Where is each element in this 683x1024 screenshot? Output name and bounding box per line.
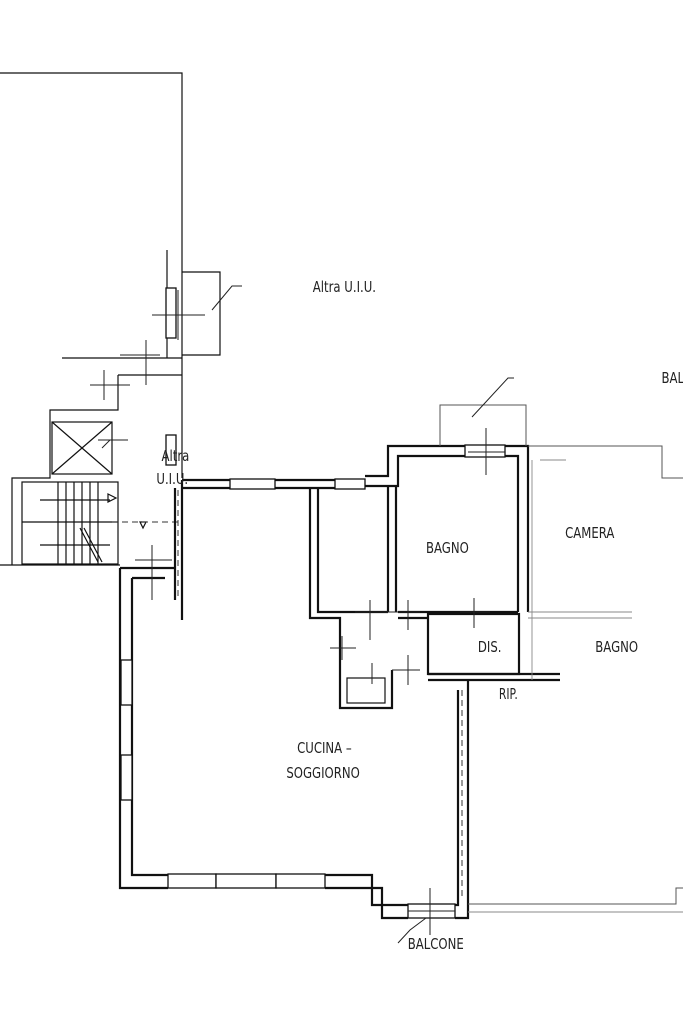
elevator-shaft: [51, 421, 113, 475]
label-soggiorno: SOGGIORNO: [286, 766, 359, 783]
windows: [120, 287, 506, 919]
label-bagno-right: BAGNO: [595, 640, 638, 657]
label-rip: RIP.: [499, 686, 518, 703]
label-balcone-bottom: BALCONE: [408, 937, 464, 954]
staircase: [21, 481, 147, 565]
neighbor-unit-top-left: [0, 72, 221, 478]
interior-walls: [308, 486, 560, 710]
dashed-lines: [177, 490, 463, 900]
apartment-walls: [118, 444, 530, 920]
rip-room: [346, 677, 386, 704]
right-neighbor: [468, 445, 683, 913]
reference-crosses: [90, 290, 505, 935]
label-cucina: CUCINA –: [297, 741, 352, 758]
label-balcone-top: BALCONE: [662, 371, 683, 388]
stair-core: [0, 357, 182, 566]
top-balcony: [439, 404, 527, 446]
label-altra-uiu-top: Altra U.I.U.: [313, 280, 376, 297]
label-dis: DIS.: [478, 640, 502, 657]
label-bagno-left: BAGNO: [426, 541, 469, 558]
label-altra-stair-line1: Altra: [162, 449, 190, 466]
label-altra-stair-line2: U.I.U.: [156, 472, 188, 489]
label-camera: CAMERA: [565, 526, 615, 543]
leader-lines: [101, 285, 514, 944]
